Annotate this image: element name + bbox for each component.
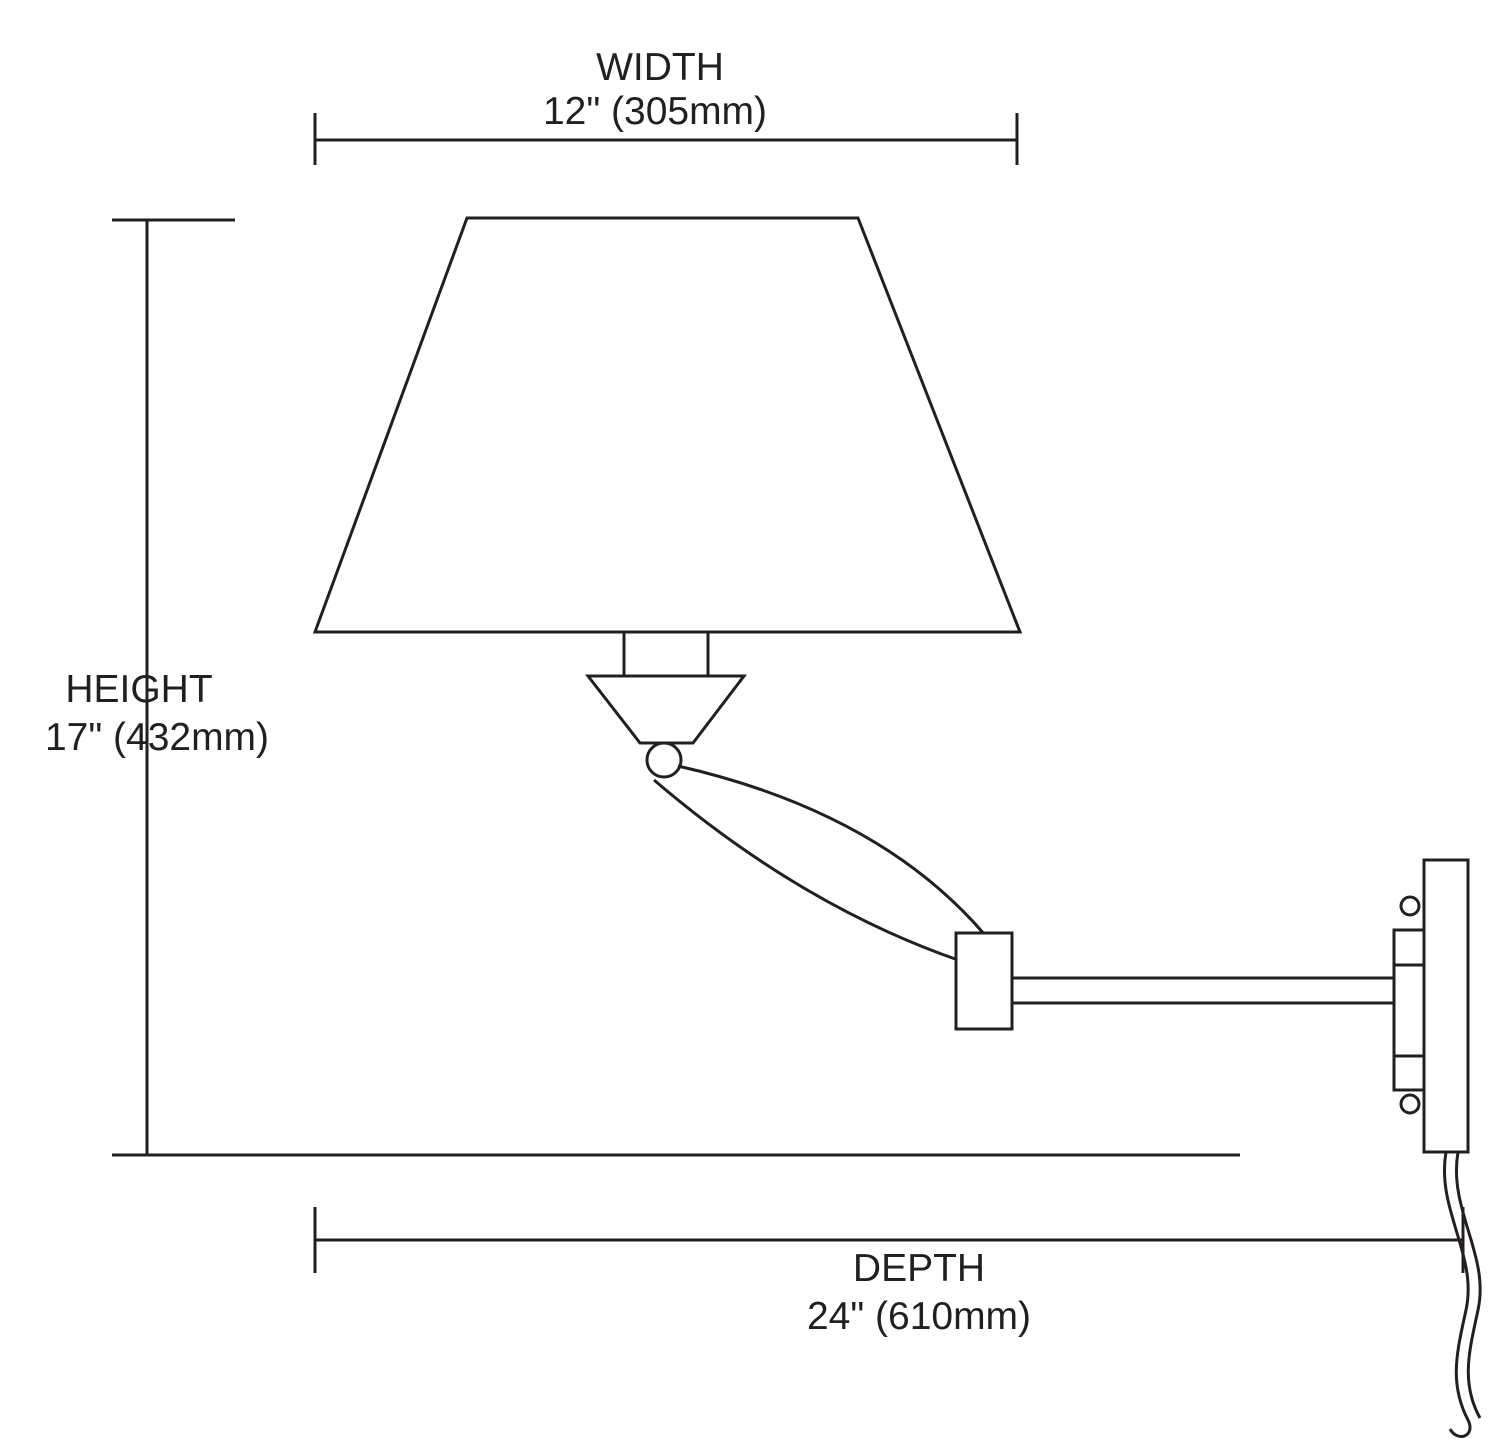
depth-value: 24" (610mm): [807, 1295, 1031, 1338]
curved-arm-upper: [677, 764, 987, 936]
curved-arm-lower: [653, 778, 959, 962]
width-label: WIDTH: [596, 46, 724, 89]
screw-bottom: [1399, 1093, 1421, 1115]
height-label: HEIGHT: [65, 668, 212, 711]
lamp-shade: [312, 216, 1023, 634]
height-value: 17" (432mm): [45, 716, 269, 759]
width-dimension: WIDTH 12" (305mm): [313, 46, 1019, 165]
height-dimension: HEIGHT 17" (432mm): [45, 218, 1240, 1157]
power-cord-second-line: [1455, 1151, 1482, 1419]
wall-bracket: [1392, 928, 1426, 1092]
depth-dimension: DEPTH 24" (610mm): [313, 1207, 1465, 1338]
screw-top: [1399, 895, 1421, 917]
depth-label: DEPTH: [853, 1247, 985, 1290]
arm-ball-joint: [645, 741, 683, 779]
lamp-cup: [584, 674, 748, 745]
lamp-fixture: [312, 216, 1482, 1438]
width-value: 12" (305mm): [543, 90, 767, 133]
lamp-socket: [622, 630, 710, 678]
power-cord: [1443, 1151, 1472, 1438]
swivel-joint: [954, 931, 1014, 1031]
wall-plate: [1422, 858, 1470, 1154]
